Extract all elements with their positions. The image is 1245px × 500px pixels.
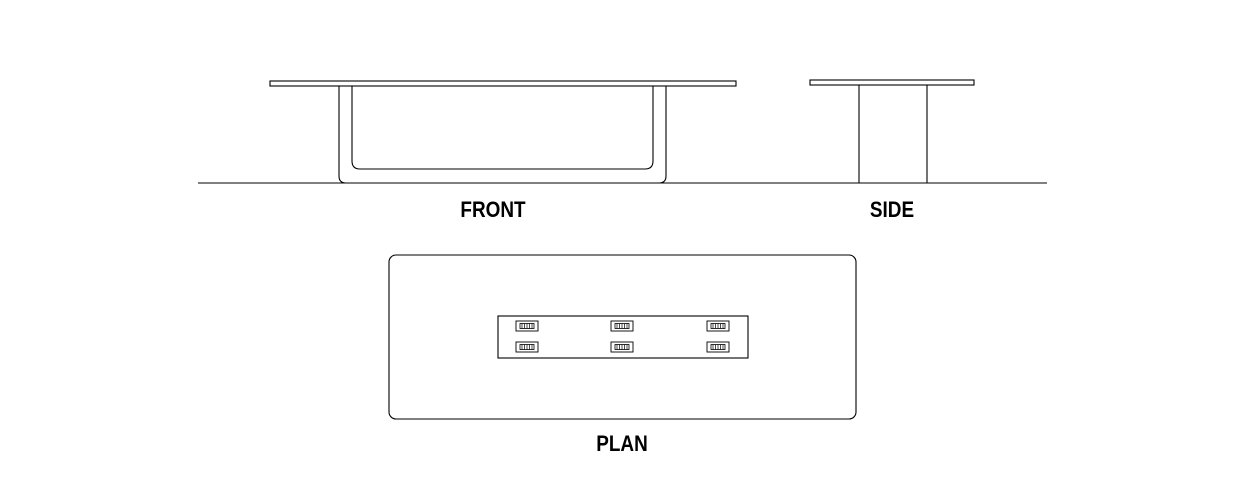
power-outlet-icon: [706, 341, 730, 353]
front-u-leg-inner: [351, 86, 654, 170]
plan-view: [388, 254, 857, 420]
power-outlet-icon: [515, 341, 539, 353]
power-outlet-icon: [706, 320, 730, 332]
side-view-label: SIDE: [869, 197, 915, 222]
plan-tabletop: [388, 254, 857, 420]
side-tabletop: [809, 79, 975, 86]
side-view: [809, 79, 975, 183]
power-outlets: [515, 320, 730, 353]
front-u-leg-outer: [338, 86, 667, 184]
front-view-label: FRONT: [460, 197, 526, 222]
front-view: [269, 80, 737, 184]
plan-power-box: [497, 315, 749, 359]
power-outlet-icon: [610, 320, 634, 332]
power-outlet-icon: [515, 320, 539, 332]
power-outlet-icon: [610, 341, 634, 353]
front-tabletop: [269, 80, 737, 87]
plan-view-label: PLAN: [596, 431, 648, 456]
